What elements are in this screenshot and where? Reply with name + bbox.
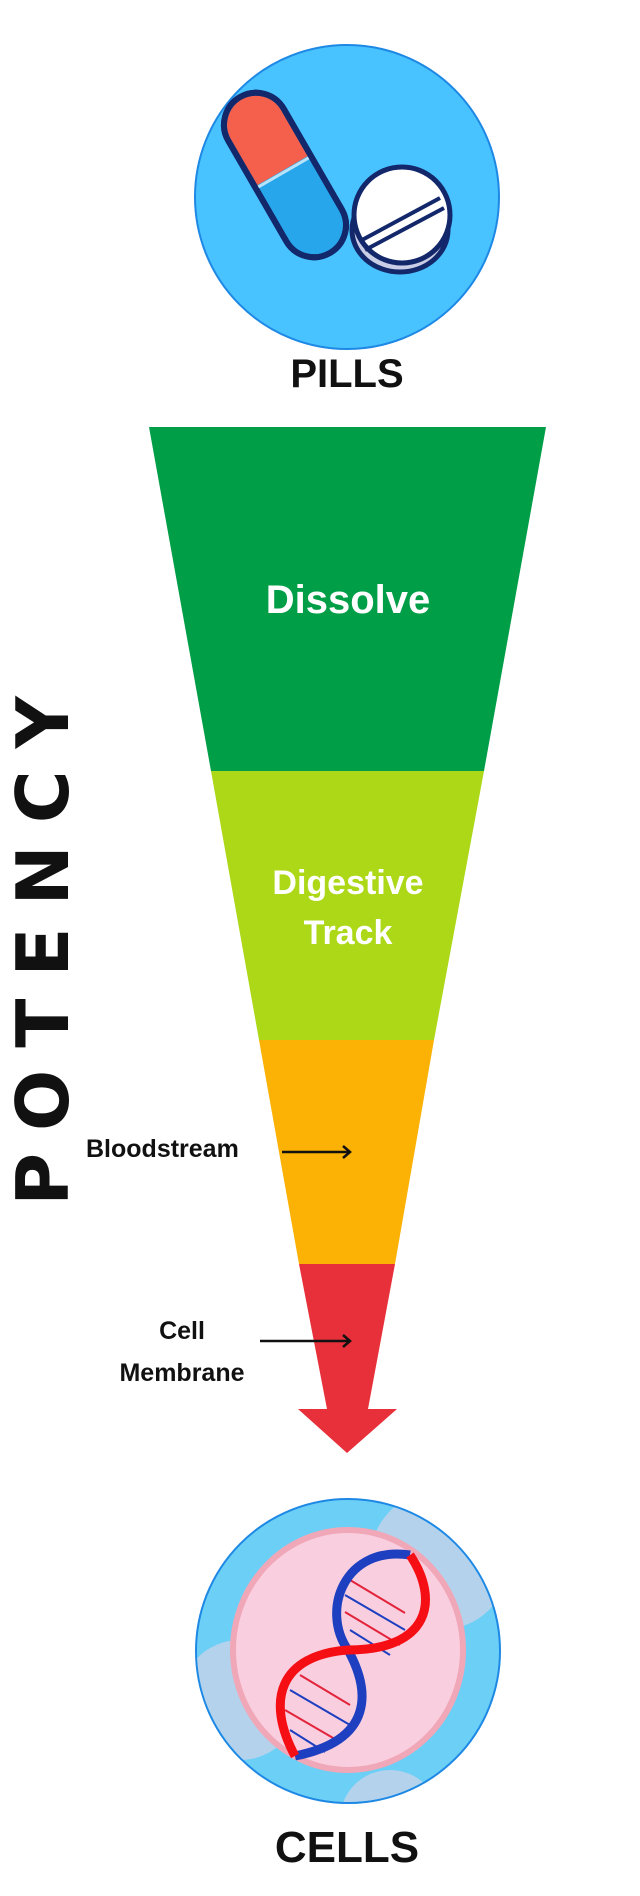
stage-label-line: Dissolve	[265, 578, 431, 622]
stage-label-line: Track	[303, 914, 393, 952]
stage-label-line: Digestive	[272, 864, 424, 902]
bloodstream-arrow-icon	[282, 1145, 352, 1159]
cell-membrane-label: Cell Membrane	[100, 1310, 264, 1394]
potency-axis-label: POTENCY	[1, 674, 85, 1206]
stage-label-dissolve: Dissolve	[266, 578, 431, 623]
label-line: Membrane	[119, 1359, 245, 1387]
cells-label: CELLS	[274, 1823, 420, 1872]
stage-digestive-track	[211, 771, 484, 1040]
stage-label-digestive-track: Digestive Track	[272, 858, 423, 958]
label-line: Cell	[159, 1317, 205, 1345]
cell-membrane-arrow-icon	[260, 1334, 352, 1348]
pills-label: PILLS	[290, 352, 404, 396]
stage-dissolve	[149, 427, 546, 771]
pills-icon	[194, 44, 500, 350]
bloodstream-label: Bloodstream	[86, 1135, 239, 1163]
stage-cell-membrane-arrow	[298, 1264, 397, 1453]
dna-cell-icon	[195, 1498, 501, 1804]
